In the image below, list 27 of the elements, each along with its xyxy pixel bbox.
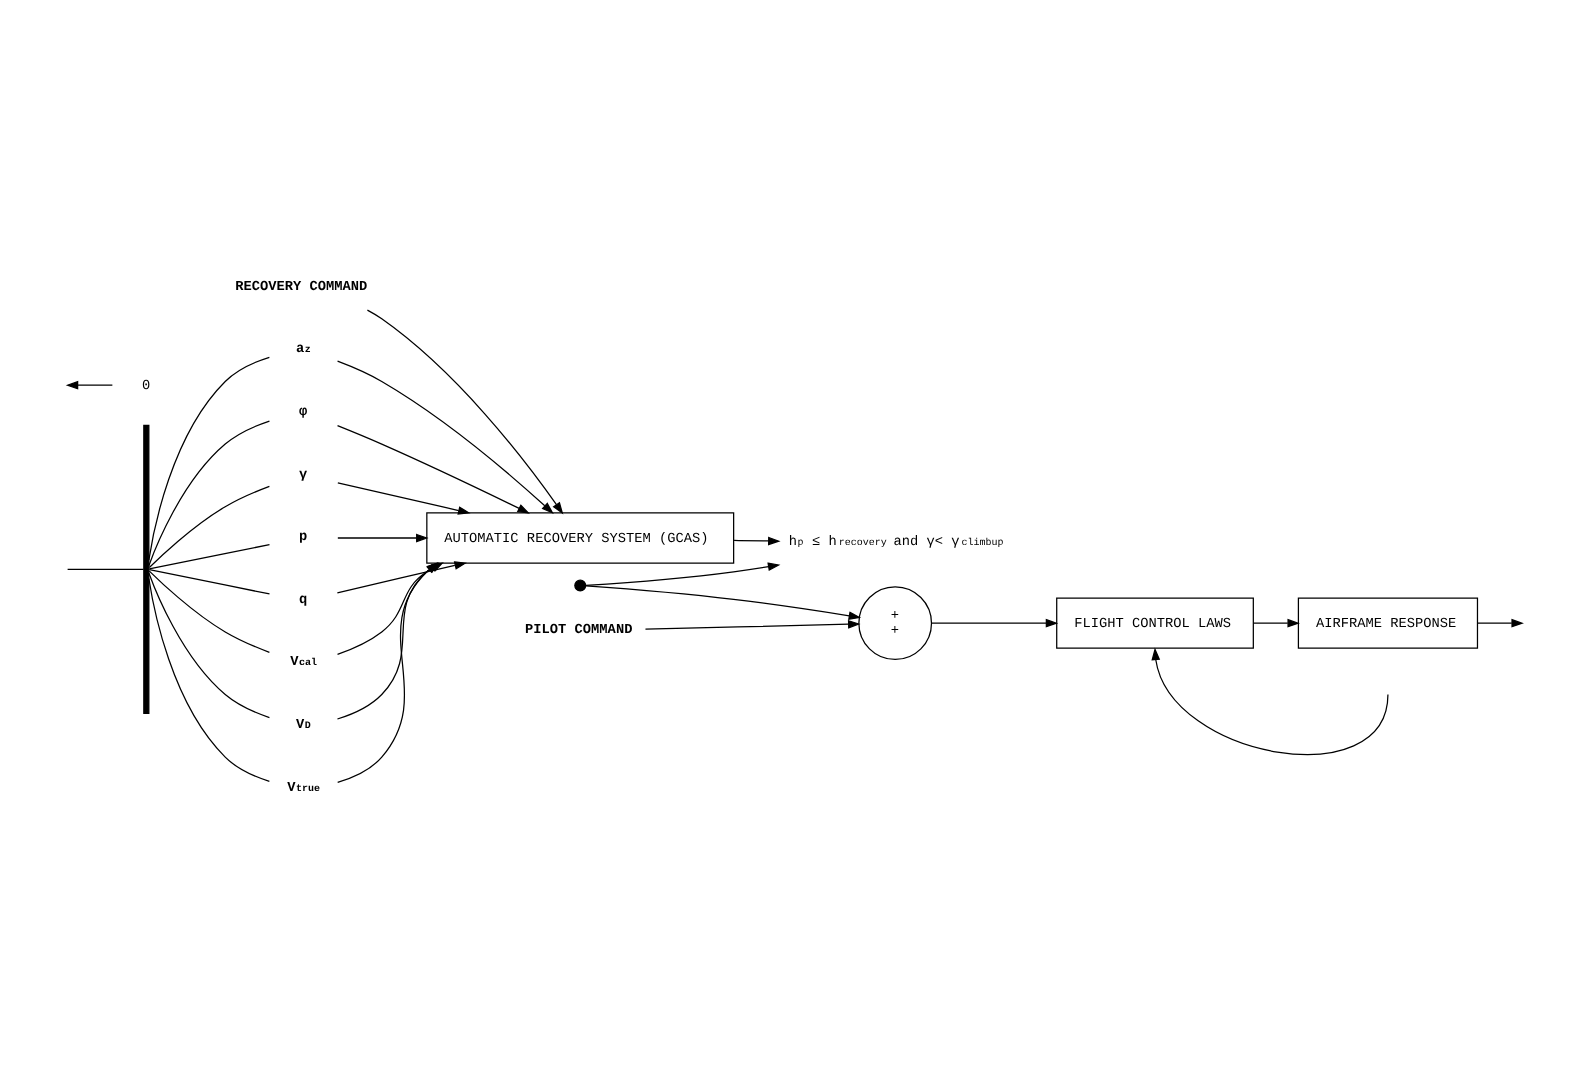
arrow <box>65 380 113 390</box>
arrow <box>931 618 1059 628</box>
arrow <box>337 482 471 515</box>
node-bar <box>143 424 150 714</box>
node-switch <box>574 579 587 592</box>
connector <box>148 544 271 570</box>
arrow <box>336 360 554 515</box>
arrow <box>336 425 530 514</box>
arrow <box>585 562 781 586</box>
arrow <box>733 536 781 546</box>
connector <box>148 420 271 567</box>
connector <box>67 568 145 570</box>
arrow <box>336 562 440 720</box>
connector <box>148 570 270 653</box>
arrow <box>1253 618 1300 628</box>
connector <box>148 485 270 569</box>
arrow <box>585 585 862 621</box>
connector <box>148 577 270 782</box>
connector <box>148 356 270 561</box>
arrow <box>337 533 429 543</box>
connector <box>148 572 271 719</box>
arrow <box>366 309 564 515</box>
arrow <box>1151 647 1389 756</box>
arrow <box>644 619 861 630</box>
arrow <box>337 562 439 783</box>
arrow <box>1477 618 1524 628</box>
connector <box>148 569 271 595</box>
